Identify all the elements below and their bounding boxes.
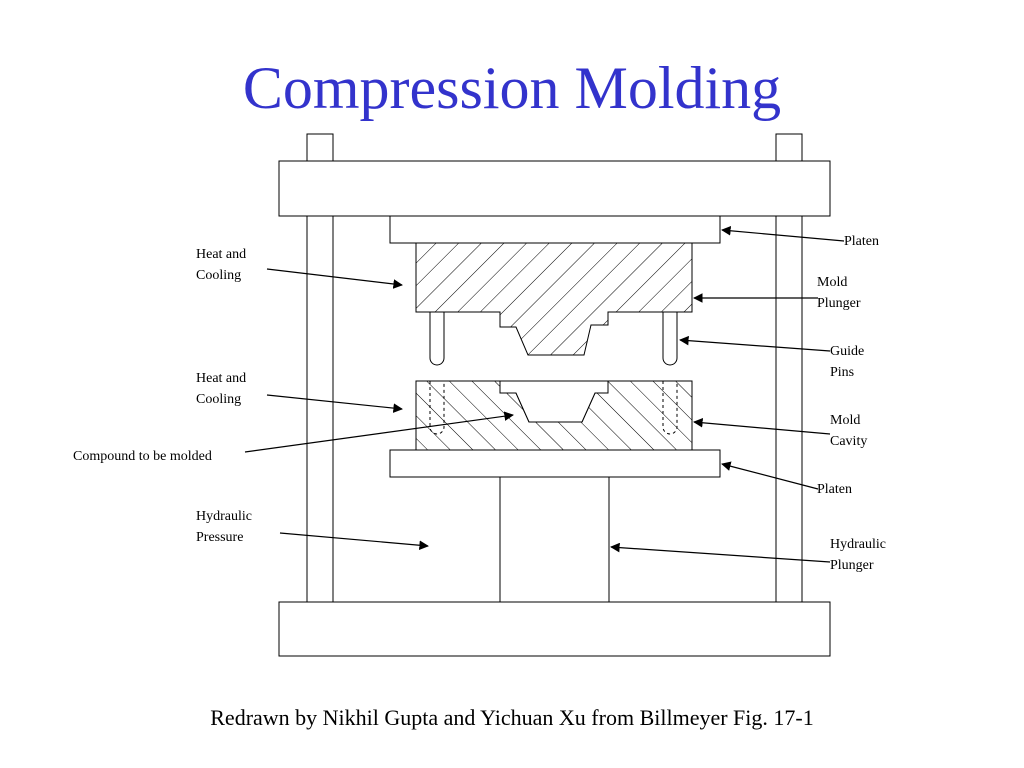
hydraulic-plunger: [499, 476, 610, 603]
arrow-compound: [244, 411, 514, 453]
figure-caption: Redrawn by Nikhil Gupta and Yichuan Xu f…: [210, 705, 814, 730]
label-platen-top: Platen: [844, 234, 879, 249]
arrow-guide-pins: [679, 335, 831, 352]
top-crosshead: [278, 160, 831, 217]
arrow-heat-cooling-upper: [266, 268, 403, 289]
arrow-mold-cavity: [693, 417, 831, 435]
arrow-hydraulic-pressure: [279, 532, 429, 551]
arrow-hydraulic-plunger: [610, 542, 831, 563]
label-compound: Compound to be molded: [73, 449, 212, 464]
mold-plunger: [415, 242, 693, 356]
arrow-platen-top: [721, 225, 845, 242]
arrow-platen-bottom: [721, 461, 819, 490]
pin-socket-left: [429, 381, 445, 435]
lower-platen: [389, 449, 721, 478]
upper-platen: [389, 215, 721, 244]
guide-pin-left: [429, 311, 445, 366]
pin-socket-right: [662, 381, 678, 435]
label-platen-bottom: Platen: [817, 482, 852, 497]
guide-pin-right: [662, 311, 678, 366]
arrow-heat-cooling-lower: [266, 394, 403, 413]
slide-title: Compression Molding: [242, 55, 782, 121]
press-base: [278, 601, 831, 657]
molding-compound: [499, 380, 609, 423]
